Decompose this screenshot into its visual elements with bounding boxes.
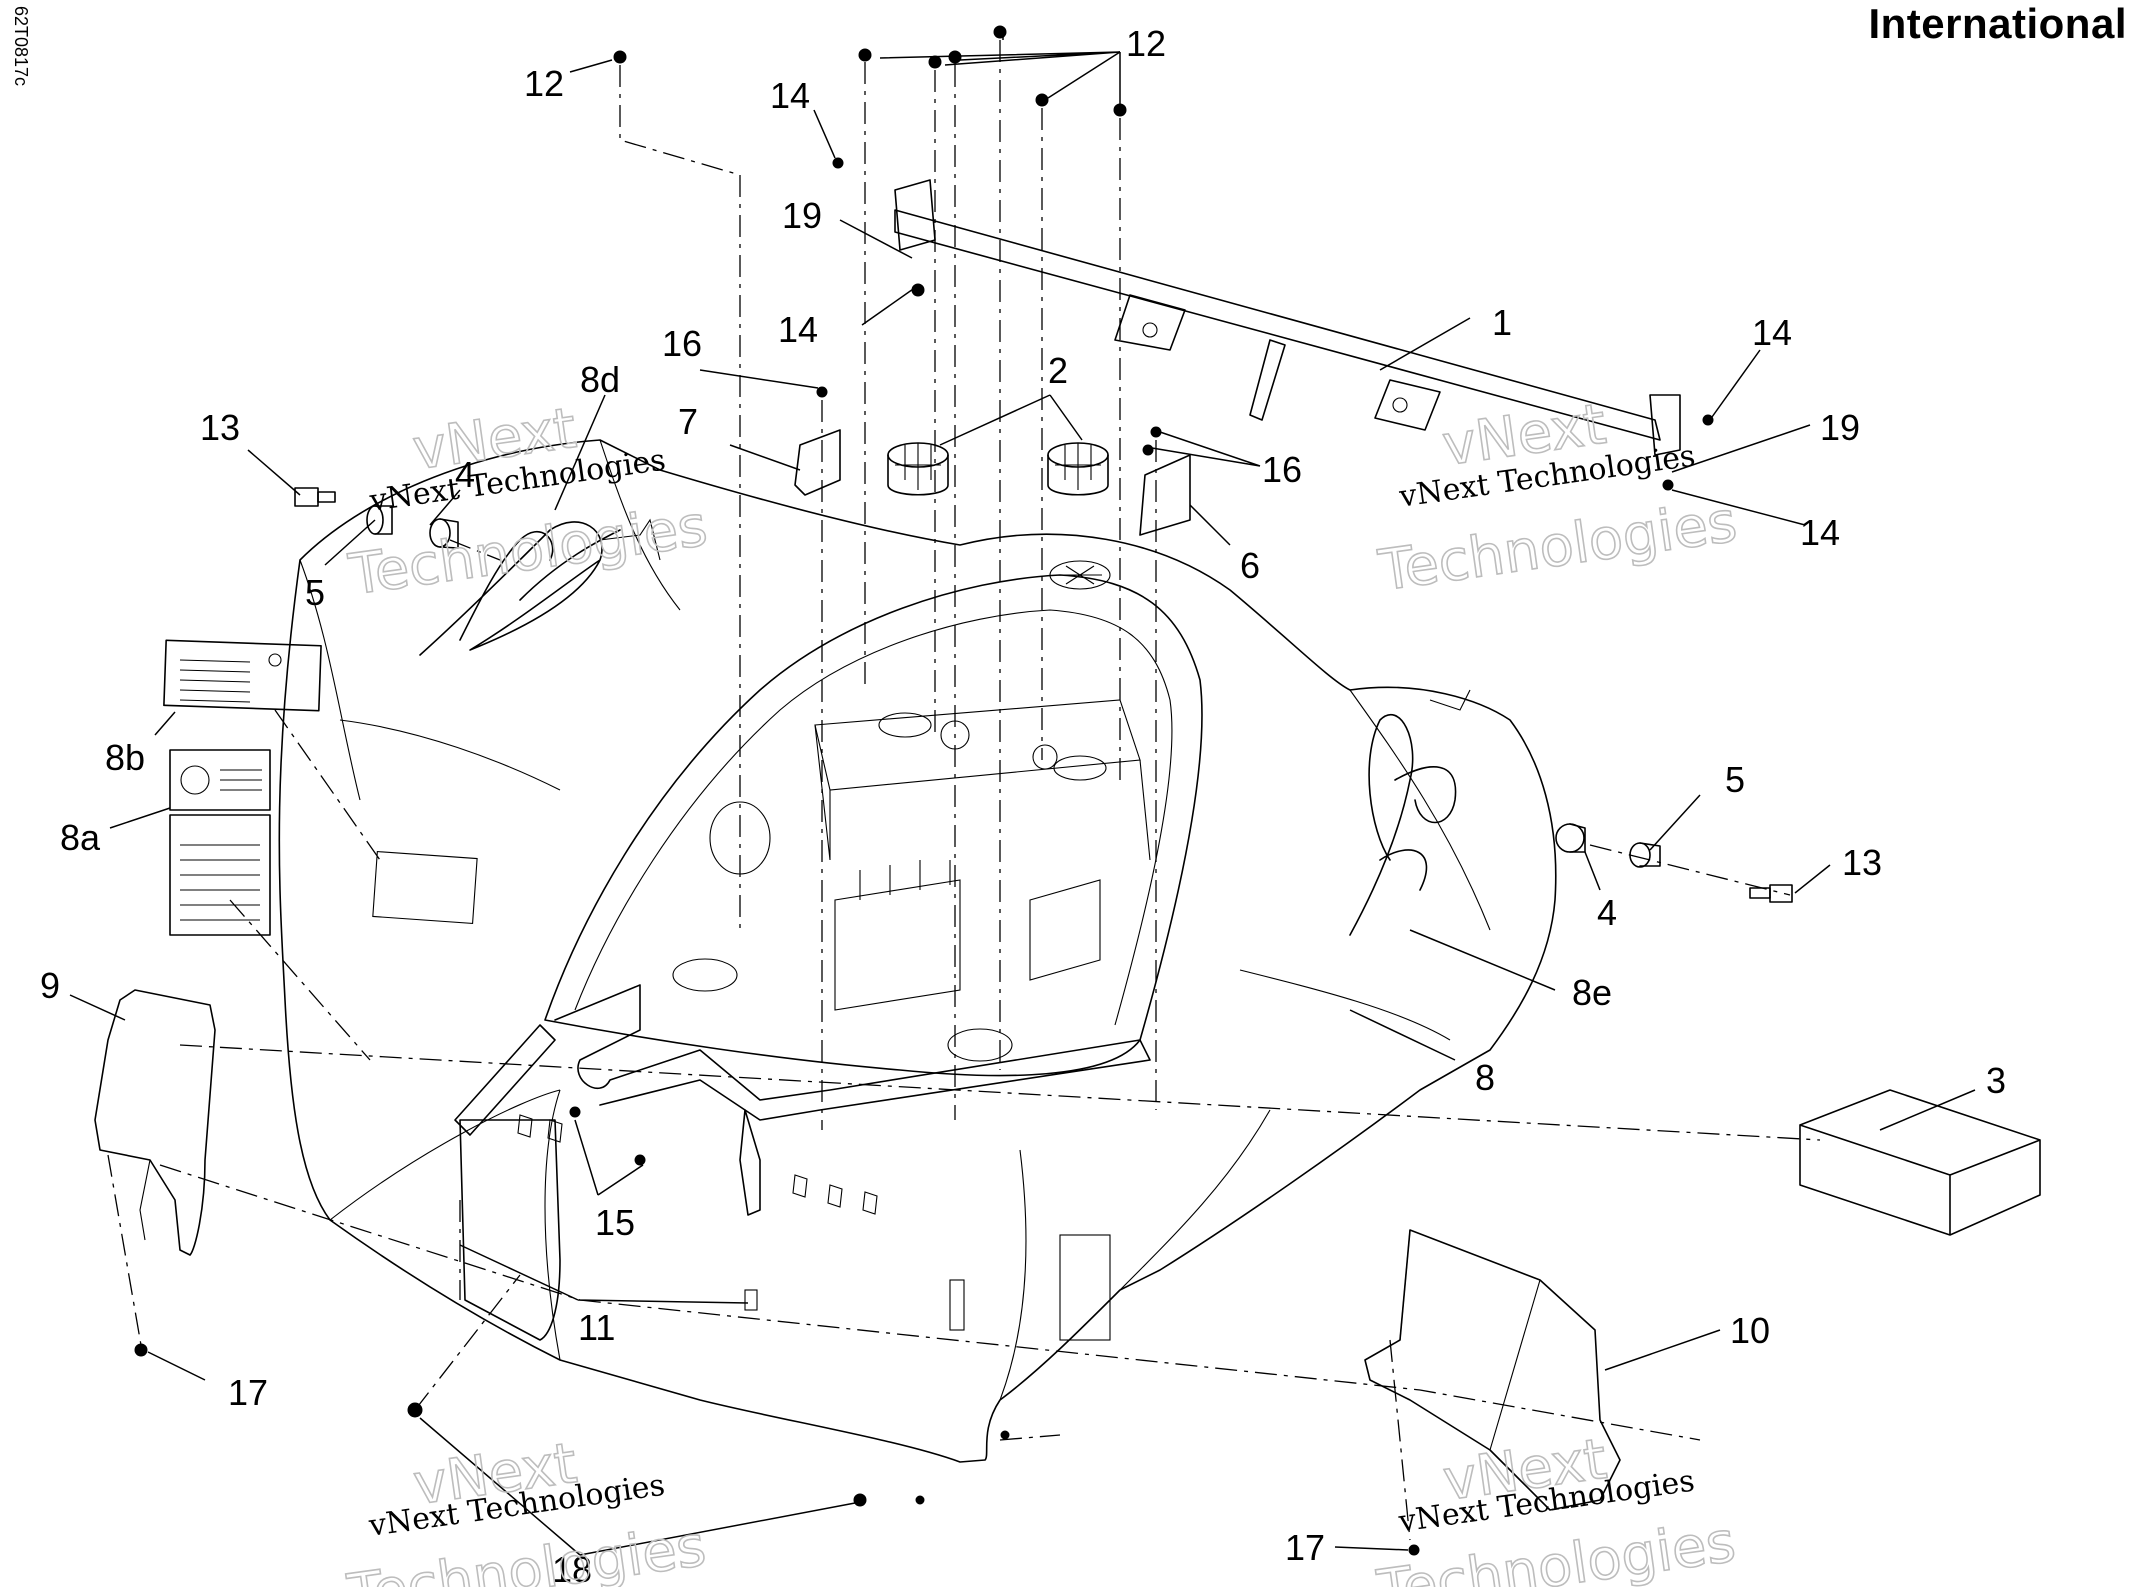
callout-14-right: 14 (1752, 312, 1792, 353)
front-mounting-bracket (454, 984, 1151, 1311)
callout-6: 6 (1240, 545, 1260, 586)
grommet-left (887, 442, 949, 496)
callout-4-left: 4 (455, 454, 475, 495)
callout-11: 11 (578, 1307, 615, 1348)
callout-13-left: 13 (200, 407, 240, 448)
callout-8: 8 (1475, 1057, 1495, 1098)
leader-lines (69, 34, 1976, 1556)
side-cover-11 (459, 1119, 561, 1341)
callout-10: 10 (1730, 1310, 1770, 1351)
watermark-top-left: vNext vNext Technologies Technologies (344, 395, 712, 609)
clip-7 (794, 429, 841, 496)
callout-9: 9 (40, 965, 60, 1006)
callout-8d: 8d (580, 359, 620, 400)
callout-8a: 8a (60, 817, 101, 858)
callout-1: 1 (1492, 302, 1512, 343)
callout-19-top: 19 (782, 195, 822, 236)
label-8a (169, 749, 271, 936)
grommet-right (1047, 442, 1109, 496)
side-cover-10 (1364, 1229, 1621, 1511)
callout-14-right2: 14 (1800, 512, 1840, 553)
assembly-lines (107, 40, 1821, 1541)
callout-17-right: 17 (1285, 1527, 1325, 1568)
fastener-set-right (1555, 823, 1793, 903)
side-cover-9 (94, 989, 216, 1256)
callout-13-right: 13 (1842, 842, 1882, 883)
watermark-top-right: vNext vNext Technologies Technologies (1374, 391, 1742, 605)
rear-fender-body (278, 439, 1557, 1463)
storage-compartment (544, 560, 1203, 1077)
callout-19-right: 19 (1820, 407, 1860, 448)
callout-14-top: 14 (770, 75, 810, 116)
callout-5-right: 5 (1725, 759, 1745, 800)
callout-8e: 8e (1572, 972, 1612, 1013)
callout-labels: 12 12 14 19 14 1 14 19 14 2 16 16 6 7 8d… (40, 23, 2006, 1590)
callout-2: 2 (1048, 350, 1068, 391)
callout-8b: 8b (105, 737, 145, 778)
decal-8d (419, 518, 661, 656)
fastener-set-left (294, 487, 459, 549)
callout-14-mid: 14 (778, 309, 818, 350)
callout-3: 3 (1986, 1060, 2006, 1101)
drawing-code: 62T0817c (11, 6, 31, 87)
callout-18: 18 (552, 1549, 592, 1587)
clip-6 (1139, 454, 1191, 536)
callout-7: 7 (678, 401, 698, 442)
label-8b (163, 639, 322, 712)
callout-16-left: 16 (662, 323, 702, 364)
callout-15: 15 (595, 1202, 635, 1243)
callout-16-right: 16 (1262, 449, 1302, 490)
pad-3 (1799, 1089, 2041, 1236)
region-title: International (1868, 0, 2127, 47)
decal-8e (1349, 689, 1471, 936)
callout-12-left: 12 (524, 63, 564, 104)
watermark-bottom-left: vNext vNext Technologies Technologies (343, 1430, 711, 1592)
callout-5-left: 5 (305, 572, 325, 613)
callout-17-left: 17 (228, 1372, 268, 1413)
callout-4-right: 4 (1597, 892, 1617, 933)
screw-set (134, 25, 1714, 1556)
callout-12-top: 12 (1126, 23, 1166, 64)
